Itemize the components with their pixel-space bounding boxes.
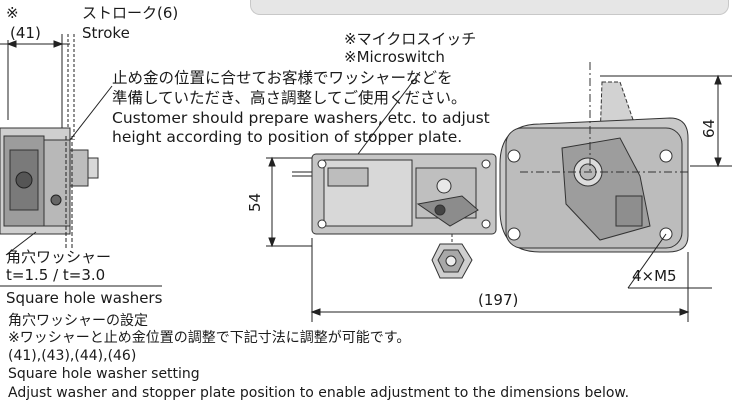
header-tab xyxy=(250,0,729,15)
stroke-label-jp: ストローク(6) xyxy=(82,4,179,22)
dimension-54: 54 xyxy=(246,192,264,212)
setting-desc-jp: ※ワッシャーと止め金位置の調整で下記寸法に調整が可能です。 xyxy=(8,330,411,346)
top-view-switch xyxy=(292,153,497,235)
washer-label-jp: 角穴ワッシャー xyxy=(6,248,112,266)
note-line-3: Customer should prepare washers, etc. to… xyxy=(112,109,490,127)
microswitch-label-jp: ※マイクロスイッチ xyxy=(344,30,477,48)
side-view xyxy=(0,34,113,256)
dimension-41: (41) xyxy=(10,24,41,42)
dim-64 xyxy=(600,74,732,168)
dimension-197: (197) xyxy=(478,291,519,309)
m5-leader xyxy=(627,233,712,289)
washer-thickness: t=1.5 / t=3.0 xyxy=(6,266,106,284)
hex-nut xyxy=(431,234,473,279)
note-line-1: 止め金の位置に合せてお客様でワッシャーなどを xyxy=(112,69,453,87)
washer-label-en: Square hole washers xyxy=(6,289,163,307)
dimension-64: 64 xyxy=(700,118,718,138)
note-line-2: 準備していただき、高さ調整してご使用ください。 xyxy=(112,89,467,107)
setting-values: (41),(43),(44),(46) xyxy=(8,348,137,364)
top-view-housing xyxy=(499,62,690,253)
setting-title-jp: 角穴ワッシャーの設定 xyxy=(8,313,148,329)
reference-mark: ※ xyxy=(6,4,19,22)
microswitch-leader xyxy=(351,71,421,163)
dim-54 xyxy=(266,156,312,248)
microswitch-label-en: ※Microswitch xyxy=(344,48,445,66)
setting-desc-en: Adjust washer and stopper plate position… xyxy=(8,385,630,401)
screw-spec: 4×M5 xyxy=(632,267,677,285)
dim-197 xyxy=(310,238,690,322)
stroke-label-en: Stroke xyxy=(82,24,130,42)
setting-title-en: Square hole washer setting xyxy=(8,366,200,382)
note-line-4: height according to position of stopper … xyxy=(112,128,463,146)
